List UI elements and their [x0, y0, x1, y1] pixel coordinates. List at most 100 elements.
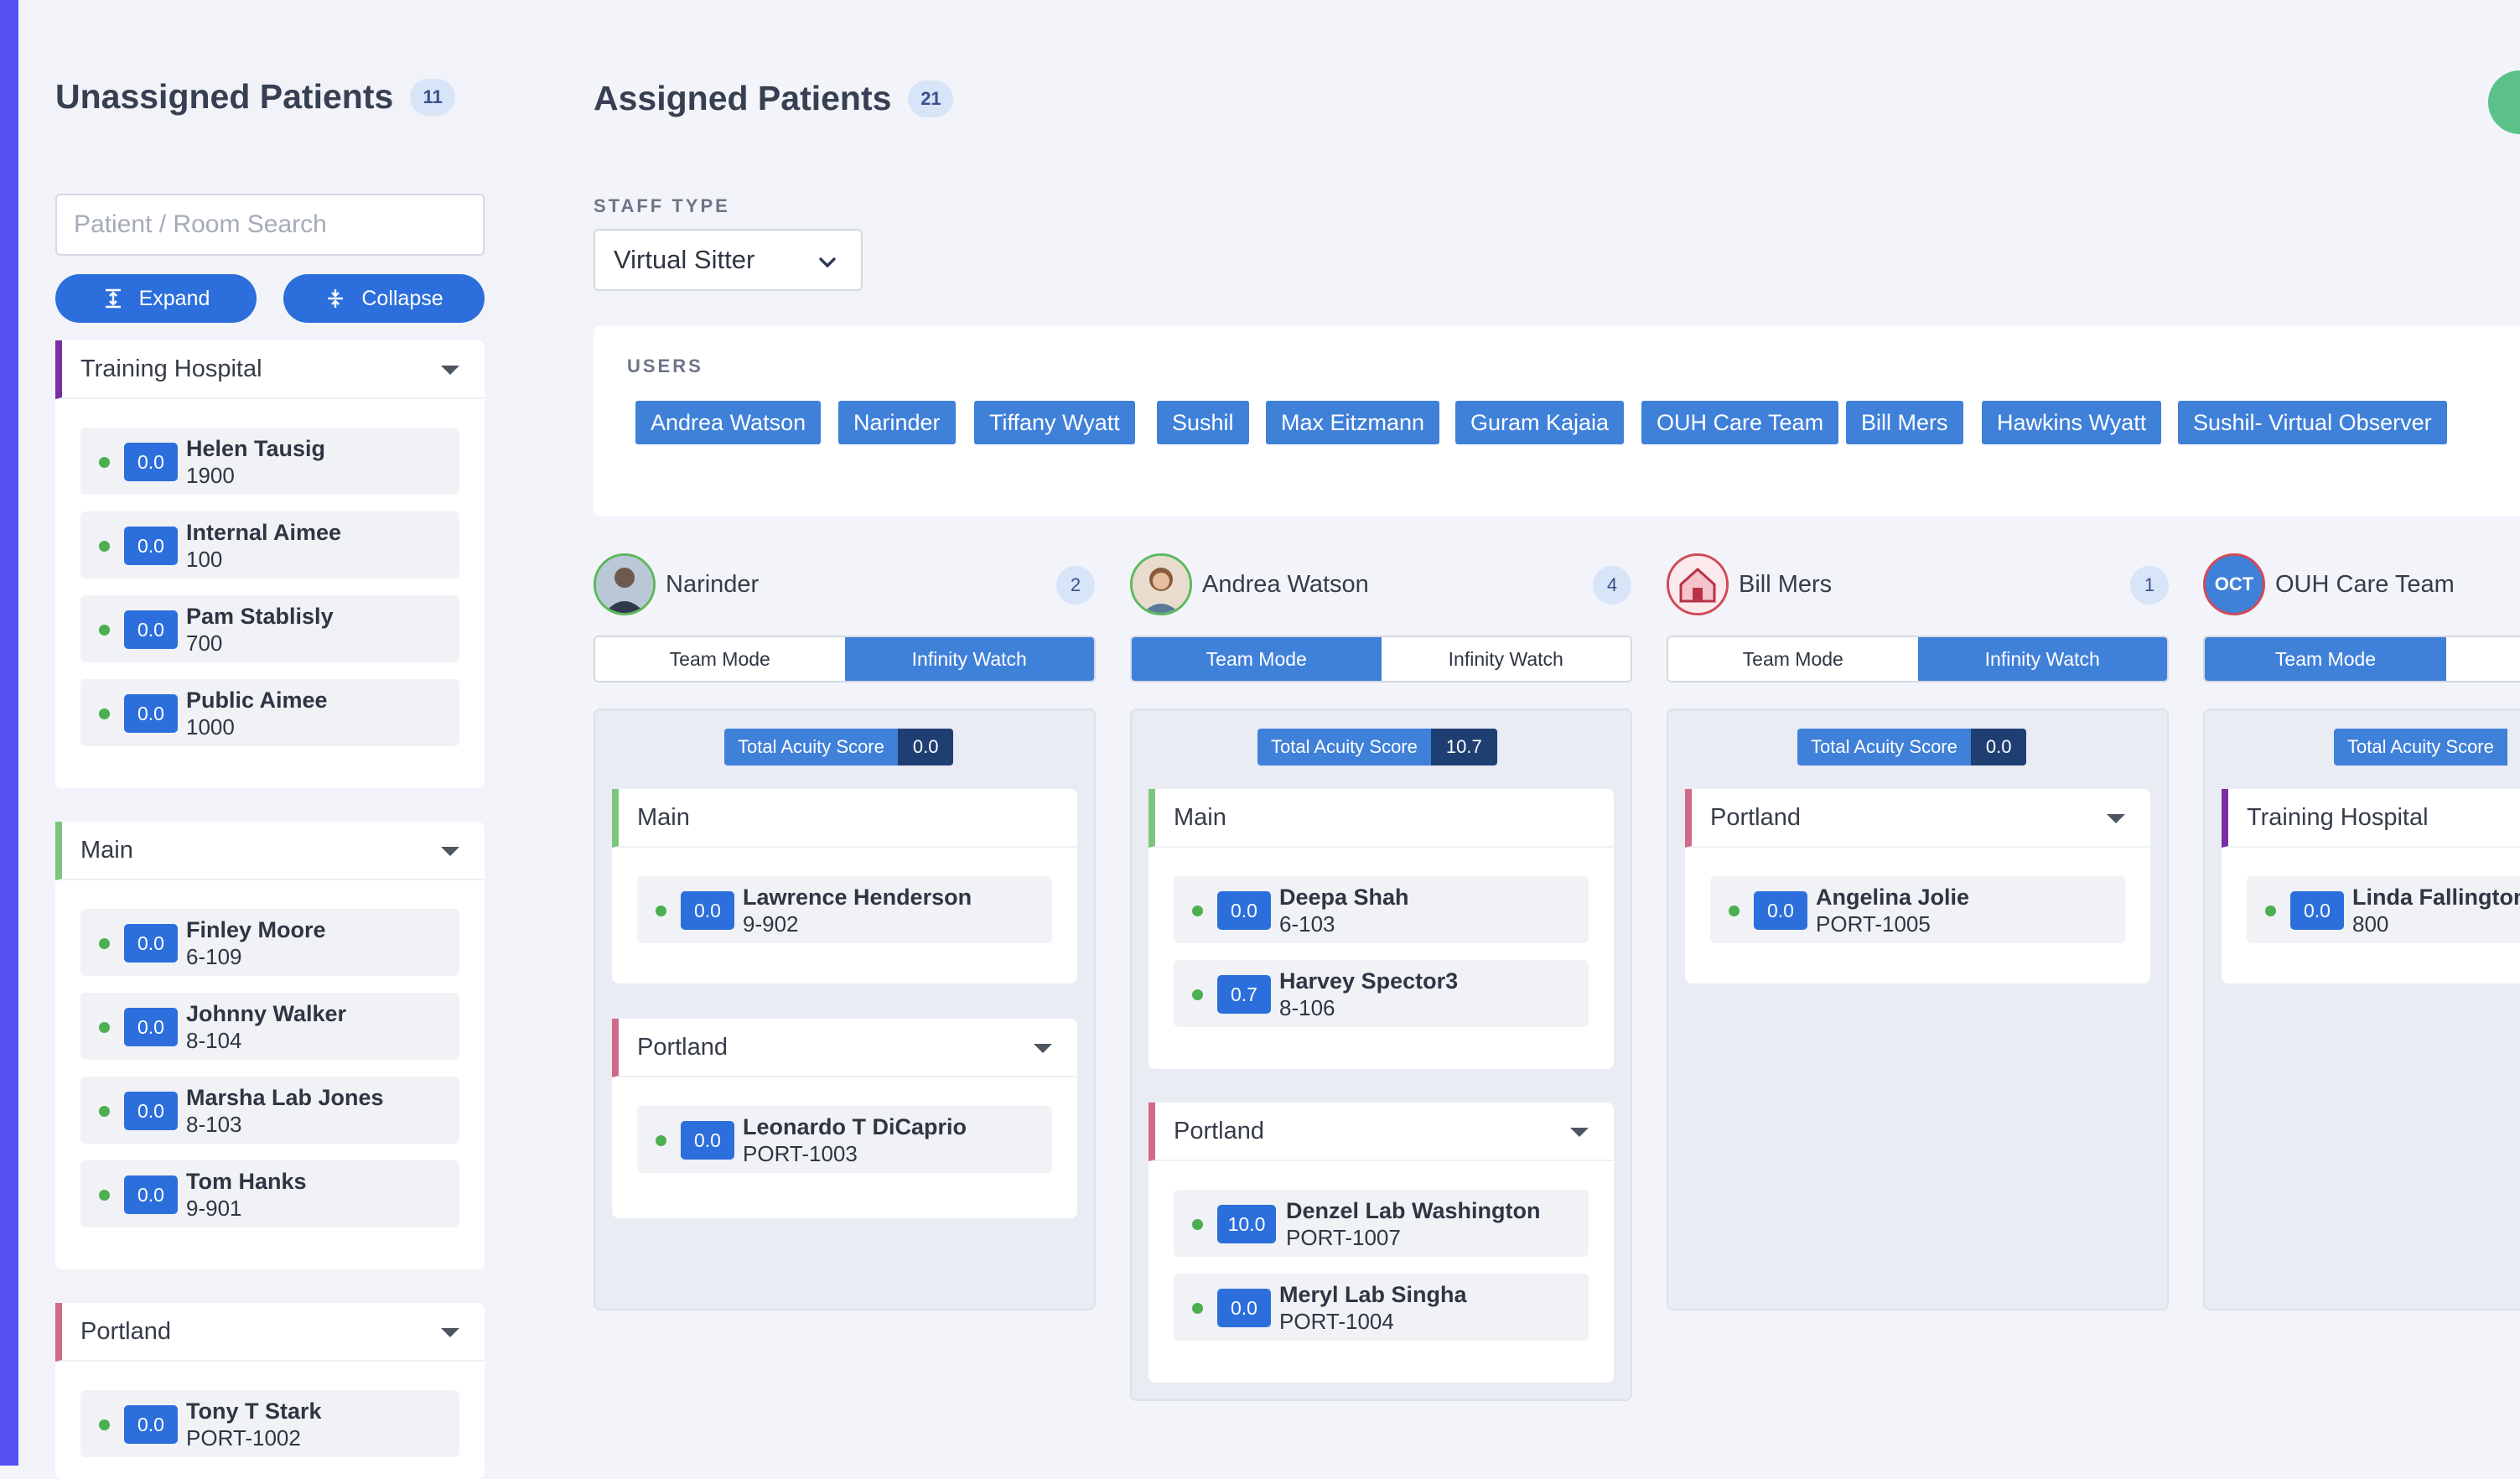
user-chip[interactable]: Andrea Watson [635, 401, 822, 444]
status-dot [1192, 1303, 1203, 1314]
team-mode-button[interactable]: Team Mode [1742, 647, 1843, 670]
infinity-watch-button[interactable]: Infinity Watch [1917, 637, 2167, 681]
avatar [594, 553, 656, 615]
patient-item[interactable]: 0.0 Pam Stablisly 700 [80, 595, 459, 662]
status-dot [656, 906, 666, 916]
users-label: USERS [627, 355, 703, 376]
infinity-watch-button[interactable] [2446, 637, 2520, 681]
assigned-title: Assigned Patients [594, 79, 892, 117]
group-header-portland[interactable]: Portland [1685, 789, 2150, 848]
expand-button[interactable]: Expand [55, 274, 257, 323]
collapse-label: Collapse [361, 286, 443, 310]
team-mode-button[interactable]: Team Mode [669, 647, 770, 670]
staff-type-label: STAFF TYPE [594, 195, 730, 216]
team-mode-button[interactable]: Team Mode [2205, 637, 2446, 681]
patient-item[interactable]: 0.0 Meryl Lab Singha PORT-1004 [1174, 1274, 1589, 1341]
team-mode-button[interactable]: Team Mode [1132, 637, 1382, 681]
status-dot [99, 708, 110, 719]
group-header-portland[interactable]: Portland [1149, 1103, 1614, 1161]
caret-down-icon[interactable] [2107, 814, 2125, 823]
acuity-value: 10.7 [1430, 729, 1497, 765]
user-chip[interactable]: Sushil [1157, 401, 1249, 444]
patient-item[interactable]: 0.0 Internal Aimee 100 [80, 511, 459, 579]
acuity-value: 0.0 [897, 729, 954, 765]
unassigned-count-badge: 11 [410, 78, 456, 116]
user-chip[interactable]: Bill Mers [1846, 401, 1963, 444]
group-header-portland[interactable]: Portland [612, 1019, 1077, 1077]
infinity-watch-button[interactable]: Infinity Watch [844, 637, 1094, 681]
caret-down-icon[interactable] [441, 847, 459, 856]
patient-item[interactable]: 0.0 Angelina Jolie PORT-1005 [1710, 876, 2125, 943]
patient-item[interactable]: 0.0 Helen Tausig 1900 [80, 428, 459, 495]
patient-item[interactable]: 0.0 Lawrence Henderson 9-902 [637, 876, 1052, 943]
caret-down-icon[interactable] [441, 1328, 459, 1337]
patient-item[interactable]: 10.0 Denzel Lab Washington PORT-1007 [1174, 1190, 1589, 1257]
patient-item[interactable]: 0.0 Tony T Stark PORT-1002 [80, 1390, 459, 1457]
acuity-score: 0.0 [124, 527, 178, 565]
acuity-score: 0.0 [124, 1092, 178, 1130]
acuity-total-badge: Total Acuity Score 10.7 [1257, 729, 1497, 765]
users-card: USERS Andrea Watson Narinder Tiffany Wya… [594, 325, 2520, 516]
user-chip[interactable]: Guram Kajaia [1455, 401, 1625, 444]
staff-name: Bill Mers [1739, 570, 1833, 598]
patient-name: Denzel Lab Washington [1286, 1198, 1541, 1223]
group-title: Portland [80, 1317, 172, 1345]
group-card-main: Main 0.0 Finley Moore 6-109 0.0 Johnny W… [55, 822, 485, 1269]
user-chip[interactable]: Tiffany Wyatt [974, 401, 1135, 444]
patient-room: PORT-1003 [743, 1141, 858, 1166]
caret-down-icon[interactable] [441, 366, 459, 375]
group-header-training-hospital[interactable]: Training Hospital [55, 340, 485, 399]
infinity-watch-button[interactable]: Infinity Watch [1448, 647, 1563, 670]
group-card-portland: Portland 0.0 Angelina Jolie PORT-1005 [1685, 789, 2150, 983]
staff-name: Narinder [666, 570, 760, 598]
user-chip[interactable]: Max Eitzmann [1266, 401, 1440, 444]
acuity-score: 0.0 [681, 891, 734, 930]
group-header-main[interactable]: Main [55, 822, 485, 880]
status-dot [99, 541, 110, 552]
patient-item[interactable]: 0.0 Johnny Walker 8-104 [80, 993, 459, 1060]
acuity-total-badge: Total Acuity Score [2334, 729, 2507, 765]
group-card-portland: Portland 0.0 Leonardo T DiCaprio PORT-10… [612, 1019, 1077, 1218]
profile-avatar[interactable] [2488, 70, 2520, 134]
group-header-portland[interactable]: Portland [55, 1303, 485, 1362]
user-chip[interactable]: Hawkins Wyatt [1982, 401, 2162, 444]
status-dot [99, 1022, 110, 1033]
group-header-training-hospital[interactable]: Training Hospital [2222, 789, 2520, 848]
staff-name: Andrea Watson [1202, 570, 1369, 598]
caret-down-icon[interactable] [1570, 1128, 1589, 1137]
patient-item[interactable]: 0.0 Tom Hanks 9-901 [80, 1160, 459, 1227]
patient-room: 100 [186, 547, 223, 572]
collapse-button[interactable]: Collapse [283, 274, 485, 323]
group-card-training-hospital: Training Hospital 0.0 Helen Tausig 1900 … [55, 340, 485, 788]
patient-item[interactable]: 0.7 Harvey Spector3 8-106 [1174, 960, 1589, 1027]
user-chip[interactable]: Sushil- Virtual Observer [2178, 401, 2447, 444]
acuity-score: 10.0 [1217, 1205, 1276, 1243]
chevron-down-icon [819, 257, 836, 268]
staff-type-select[interactable]: Virtual Sitter [594, 229, 863, 291]
patient-item[interactable]: 0.0 Linda Fallington 800 [2247, 876, 2520, 943]
caret-down-icon[interactable] [1034, 1044, 1052, 1053]
patient-item[interactable]: 0.0 Marsha Lab Jones 8-103 [80, 1077, 459, 1144]
avatar [1667, 553, 1729, 615]
patient-name: Tony T Stark [186, 1399, 322, 1424]
user-chip[interactable]: OUH Care Team [1641, 401, 1839, 444]
patient-item[interactable]: 0.0 Leonardo T DiCaprio PORT-1003 [637, 1106, 1052, 1173]
staff-header-narinder: Narinder [594, 553, 759, 615]
search-placeholder: Patient / Room Search [74, 210, 327, 238]
status-dot [99, 1190, 110, 1201]
acuity-label: Total Acuity Score [1257, 729, 1431, 765]
patient-item[interactable]: 0.0 Finley Moore 6-109 [80, 909, 459, 976]
user-chip[interactable]: Narinder [838, 401, 956, 444]
patient-name: Lawrence Henderson [743, 885, 972, 910]
patient-item[interactable]: 0.0 Public Aimee 1000 [80, 679, 459, 746]
patient-item[interactable]: 0.0 Deepa Shah 6-103 [1174, 876, 1589, 943]
patient-name: Leonardo T DiCaprio [743, 1114, 967, 1139]
patient-room: PORT-1002 [186, 1425, 301, 1450]
staff-header-ouh-care-team: OCT OUH Care Team [2203, 553, 2455, 615]
group-header-main[interactable]: Main [612, 789, 1077, 848]
acuity-value: 0.0 [1970, 729, 2027, 765]
patient-search-input[interactable]: Patient / Room Search [55, 194, 485, 256]
status-dot [99, 457, 110, 468]
expand-icon [105, 288, 121, 309]
group-header-main[interactable]: Main [1149, 789, 1614, 848]
